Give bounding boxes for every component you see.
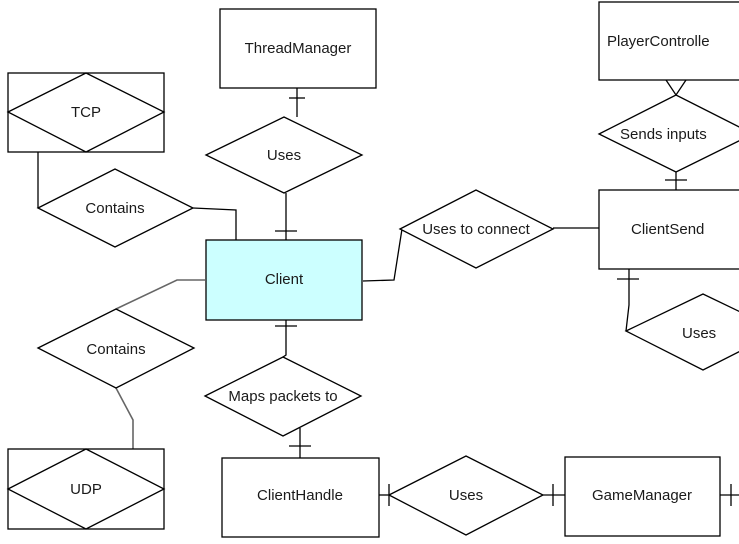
entity-label: Client — [265, 271, 304, 288]
entity-clienthandle[interactable]: ClientHandle — [221, 457, 380, 538]
relationship-label: Maps packets to — [228, 388, 337, 405]
entity-client[interactable]: Client — [205, 239, 363, 321]
relationship-label: Sends inputs — [620, 126, 707, 143]
entity-label: ClientHandle — [257, 487, 343, 504]
entity-playercontroller[interactable]: PlayerControlle — [598, 1, 739, 81]
entity-label: ClientSend — [631, 221, 704, 238]
relationship-maps-packets[interactable]: Maps packets to — [203, 356, 363, 437]
relationship-contains-tcp[interactable]: Contains — [36, 168, 195, 248]
entity-gamemanager[interactable]: GameManager — [564, 456, 721, 537]
relationship-uses-clientsend[interactable]: Uses — [624, 293, 739, 371]
relationship-sends-inputs[interactable]: Sends inputs — [597, 94, 739, 173]
relationship-uses-thread[interactable]: Uses — [204, 116, 364, 194]
entity-tcp[interactable]: TCP — [6, 72, 166, 153]
entity-label: GameManager — [592, 487, 692, 504]
relationship-label: Contains — [85, 200, 144, 217]
connector-contains-udp — [115, 387, 134, 449]
entity-label: TCP — [71, 104, 101, 121]
relationship-label: Uses to connect — [422, 221, 530, 238]
connector-clientsend-uses — [625, 269, 630, 332]
entity-udp[interactable]: UDP — [6, 448, 166, 530]
connector-playercontroller-sendsinputs — [665, 79, 687, 97]
relationship-label: Uses — [682, 325, 716, 342]
connector-client-mapspackets — [282, 320, 287, 358]
entity-label: PlayerControlle — [607, 33, 710, 50]
entity-threadmanager[interactable]: ThreadManager — [219, 8, 377, 89]
connector-contains-client — [192, 207, 237, 240]
relationship-label: Uses — [449, 487, 483, 504]
relationship-label: Contains — [86, 341, 145, 358]
relationship-contains-udp[interactable]: Contains — [36, 308, 196, 389]
entity-clientsend[interactable]: ClientSend — [598, 189, 739, 270]
relationship-label: Uses — [267, 147, 301, 164]
entity-label: ThreadManager — [245, 40, 352, 57]
connectors — [37, 79, 739, 506]
connector-client-usestoconnect — [362, 228, 403, 282]
connector-client-contains-udp — [115, 279, 205, 310]
relationship-uses-to-connect[interactable]: Uses to connect — [398, 189, 555, 269]
relationship-uses-handle[interactable]: Uses — [387, 455, 545, 536]
entity-label: UDP — [70, 481, 102, 498]
